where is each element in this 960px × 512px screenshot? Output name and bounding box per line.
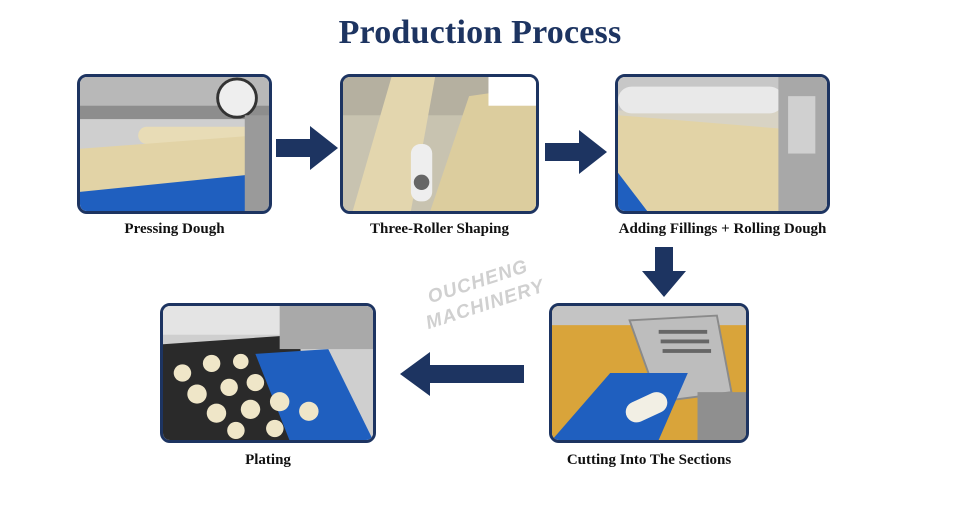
step-4-label: Cutting Into The Sections: [566, 452, 732, 468]
step-3-photo: [615, 74, 830, 214]
step-5-label: Plating: [245, 452, 291, 468]
watermark: OUCHENG MACHINERY: [416, 252, 548, 336]
step-4-photo: [549, 303, 749, 443]
step-2-photo: [340, 74, 539, 214]
step-3-label: Adding Fillings + Rolling Dough: [618, 221, 827, 237]
step-1-photo: [77, 74, 272, 214]
arrow-right-icon: [545, 130, 607, 174]
arrow-down-icon: [642, 247, 686, 297]
step-5-photo: [160, 303, 376, 443]
arrow-left-icon: [400, 352, 524, 396]
step-2-label: Three-Roller Shaping: [369, 221, 510, 237]
arrow-right-icon: [276, 126, 338, 170]
step-1-label: Pressing Dough: [124, 221, 225, 237]
page-title: Production Process: [338, 14, 622, 51]
